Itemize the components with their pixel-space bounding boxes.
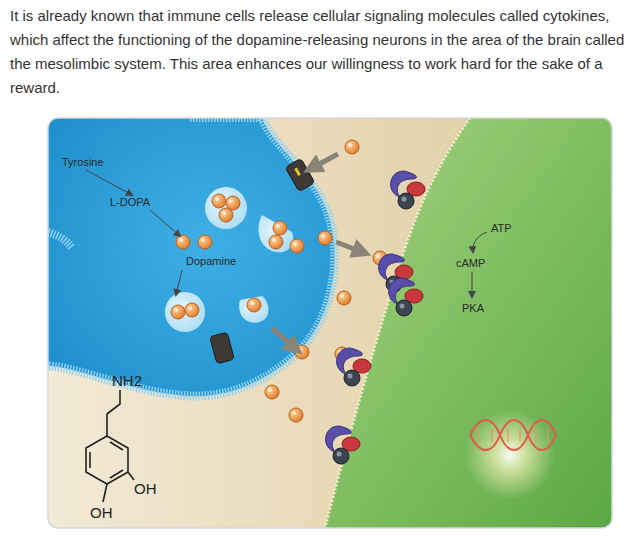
- substance-label: Tyrosine: [62, 156, 104, 169]
- molecule-label: cAMP: [456, 257, 485, 270]
- chemical-group: OH: [134, 480, 157, 497]
- molecule-label: PKA: [462, 302, 484, 315]
- chemical-group: NH2: [112, 372, 142, 389]
- substance-label: L-DOPA: [110, 196, 150, 209]
- caption-text: It is already known that immune cells re…: [10, 4, 632, 100]
- substance-label: Dopamine: [186, 255, 236, 268]
- molecule-label: ATP: [491, 222, 512, 235]
- chemical-group: OH: [90, 504, 113, 521]
